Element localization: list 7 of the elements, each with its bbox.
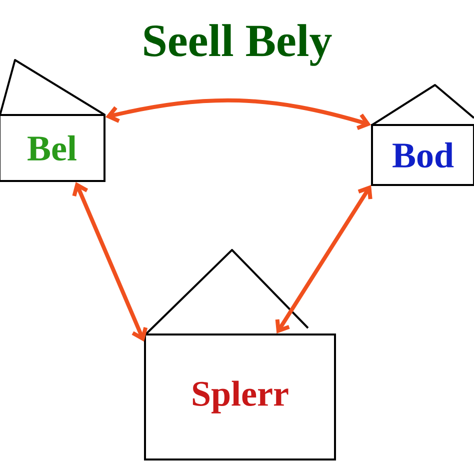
arrow [72, 182, 148, 342]
house: Bel [0, 59, 106, 182]
title: Seell Bely [144, 24, 332, 66]
arrow [106, 98, 371, 130]
arrow [275, 185, 372, 334]
house: Splerr [144, 249, 336, 460]
house: Bod [371, 84, 474, 186]
